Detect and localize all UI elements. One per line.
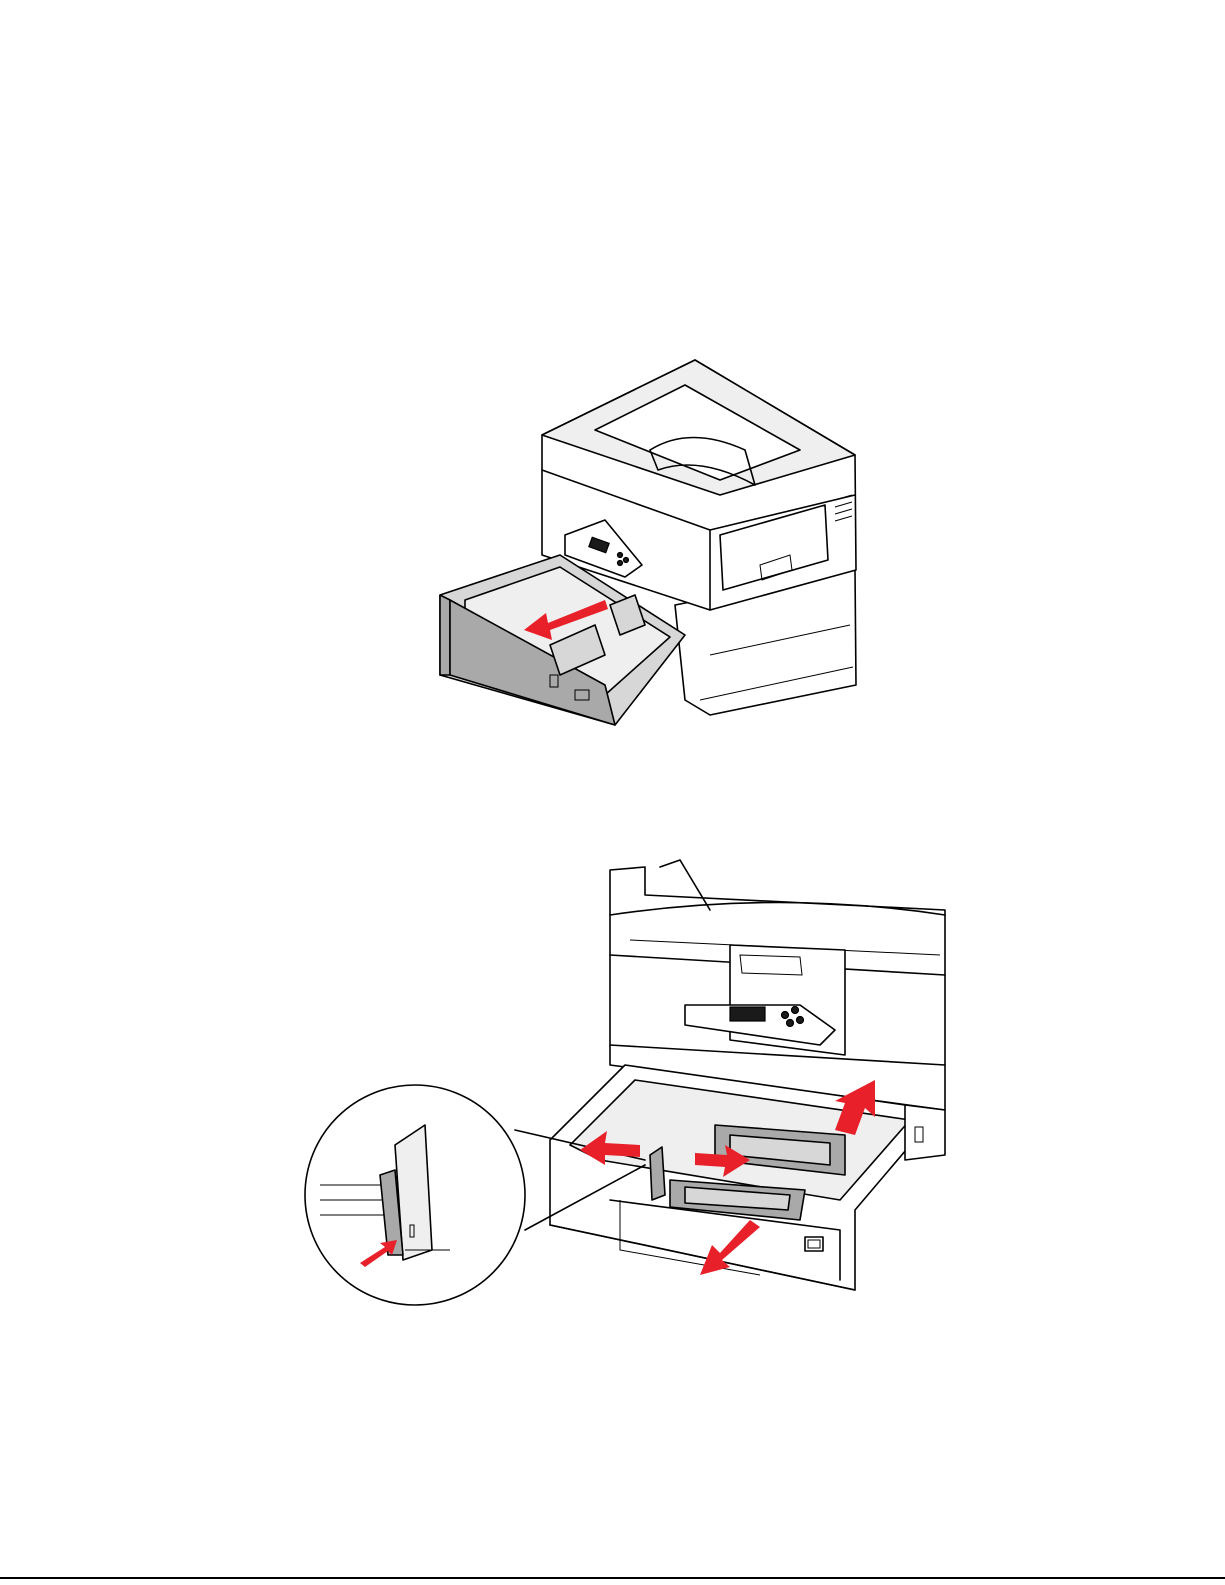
control-panel-display: [730, 1007, 765, 1021]
footer-rule: [0, 1577, 1225, 1579]
printer-svg: [420, 355, 870, 735]
tray-guide-illustration: [300, 855, 960, 1335]
tray-detail-svg: [300, 855, 960, 1335]
tray-front-panel: [440, 595, 450, 675]
tray-end-guide: [650, 1147, 665, 1200]
printer-tray-illustration: [420, 355, 870, 735]
